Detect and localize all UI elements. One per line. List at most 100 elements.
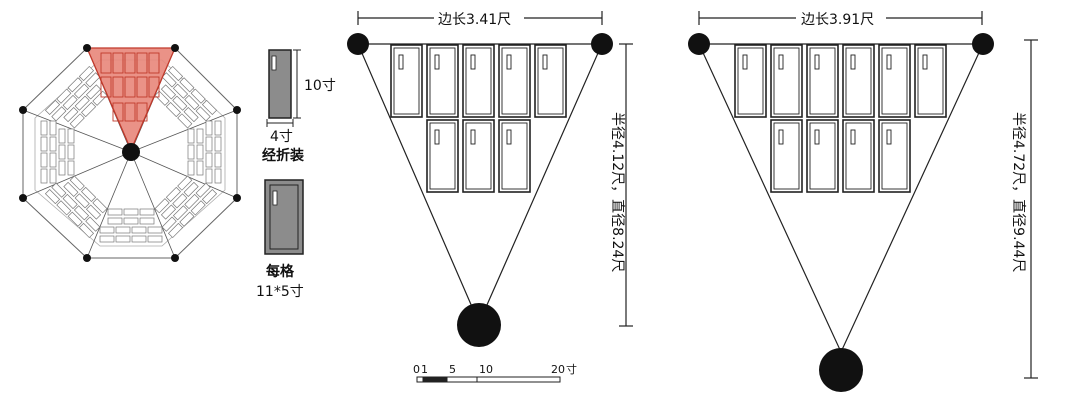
octagon-shelf-cell xyxy=(67,144,75,160)
scale-unit: 寸 xyxy=(566,362,577,376)
scale-tick-10: 10 xyxy=(479,363,493,376)
corner-dot xyxy=(171,44,179,52)
octagon-shelf-cell xyxy=(40,136,48,152)
octagon-sector xyxy=(99,208,163,243)
cabinet xyxy=(770,119,803,193)
cabinet xyxy=(842,119,875,193)
sector-cell xyxy=(100,76,112,98)
octagon-shelf-cell xyxy=(147,226,163,234)
book-width-label: 4寸 xyxy=(270,129,293,145)
octagon-corner-dots xyxy=(19,44,241,262)
octagon-shelf-cell xyxy=(187,160,195,176)
octagon-shelf-cell xyxy=(40,152,48,168)
right-corner-pillar-a xyxy=(688,33,710,55)
sector-cell xyxy=(124,102,136,122)
scale-tick-20: 20 xyxy=(551,363,565,376)
octagon-shelf-cell xyxy=(147,235,163,243)
corner-dot xyxy=(19,106,27,114)
radial-line xyxy=(130,109,238,153)
cabinet xyxy=(734,44,767,118)
sector-cell xyxy=(124,52,136,74)
octagon-shelf-cell xyxy=(115,226,131,234)
cabinet xyxy=(390,44,423,118)
sector-cell xyxy=(100,52,112,74)
octagon-shelf-cell xyxy=(107,217,123,225)
octagon-shelf-cell xyxy=(139,208,155,216)
octagon-shelf-cell xyxy=(40,168,48,184)
cabinet xyxy=(462,44,495,118)
cabinet xyxy=(842,44,875,118)
radial-line xyxy=(22,151,132,199)
scale-tick-5: 5 xyxy=(449,363,456,376)
sector-cell xyxy=(136,102,148,122)
left-center-pillar xyxy=(457,303,501,347)
right-side-length-label: 边长3.91尺 xyxy=(801,12,874,28)
highlight-sector xyxy=(86,47,176,152)
octagon-shelf-cell xyxy=(99,235,115,243)
octagon-shelf-cell xyxy=(139,217,155,225)
octagon-sector xyxy=(187,120,222,184)
left-corner-pillar-b xyxy=(591,33,613,55)
left-cabinets xyxy=(390,44,567,193)
sector-cell xyxy=(136,76,148,98)
radial-line xyxy=(130,151,176,259)
octagon-shelf-cell xyxy=(196,144,204,160)
octagon-shelf-cell xyxy=(214,152,222,168)
cabinet xyxy=(806,44,839,118)
octagon-shelf-cell xyxy=(99,226,115,234)
octagon-plan xyxy=(19,44,241,262)
cell-handle xyxy=(272,190,278,206)
octagon-shelf-cell xyxy=(49,120,57,136)
cell-inner xyxy=(269,184,299,250)
right-corner-pillar-b xyxy=(972,33,994,55)
octagon-shelf-cell xyxy=(196,160,204,176)
octagon-shelf-cell xyxy=(123,217,139,225)
sector-cell xyxy=(112,102,124,122)
sector-diagram-right: 边长3.91尺 半径4.72尺，直径9.44尺 xyxy=(688,8,1038,392)
center-pillar xyxy=(122,143,140,161)
book-height-label: 10寸 xyxy=(304,78,336,94)
octagon-shelf-cell xyxy=(187,128,195,144)
cabinet xyxy=(534,44,567,118)
right-center-pillar xyxy=(819,348,863,392)
scale-bar: 0 1 5 10 20 寸 xyxy=(413,362,577,383)
corner-dot xyxy=(233,194,241,202)
octagon-shelf-cell xyxy=(49,152,57,168)
book-type-label: 经折装 xyxy=(262,147,305,164)
cabinet xyxy=(498,119,531,193)
octagon-shelf-cell xyxy=(49,136,57,152)
cabinet xyxy=(878,119,911,193)
right-radius-label: 半径4.72尺，直径9.44尺 xyxy=(1010,112,1027,272)
corner-dot xyxy=(83,44,91,52)
cabinet xyxy=(878,44,911,118)
cabinet xyxy=(498,44,531,118)
octagon-sector xyxy=(40,120,75,184)
octagon-shelf-cell xyxy=(58,128,66,144)
octagon-shelf-cell xyxy=(205,152,213,168)
octagon-shelf-cell xyxy=(40,120,48,136)
octagon-shelf-cell xyxy=(131,226,147,234)
cell-title-label: 每格 xyxy=(266,263,295,280)
octagon-shelf-cell xyxy=(214,136,222,152)
octagon-shelf-cell xyxy=(214,120,222,136)
octagon-shelf-cell xyxy=(115,235,131,243)
left-corner-pillar-a xyxy=(347,33,369,55)
radial-lines xyxy=(22,47,238,259)
octagon-shelf-cell xyxy=(49,168,57,184)
octagon-shelf-cell xyxy=(58,144,66,160)
radial-line xyxy=(130,151,238,199)
octagon-shelf-cell xyxy=(131,235,147,243)
radial-line xyxy=(22,109,132,153)
sector-diagram-left: 边长3.41尺 半径4.12尺，直径8.24尺 0 1 5 10 20 寸 xyxy=(347,8,633,383)
sector-cell xyxy=(136,52,148,74)
sector-cell xyxy=(112,76,124,98)
sector-cell xyxy=(148,76,160,98)
octagon-shelf-cell xyxy=(187,144,195,160)
octagon-shelf-cell xyxy=(123,208,139,216)
corner-dot xyxy=(19,194,27,202)
corner-dot xyxy=(171,254,179,262)
right-cabinets xyxy=(734,44,947,193)
octagon-shelf-cell xyxy=(107,208,123,216)
